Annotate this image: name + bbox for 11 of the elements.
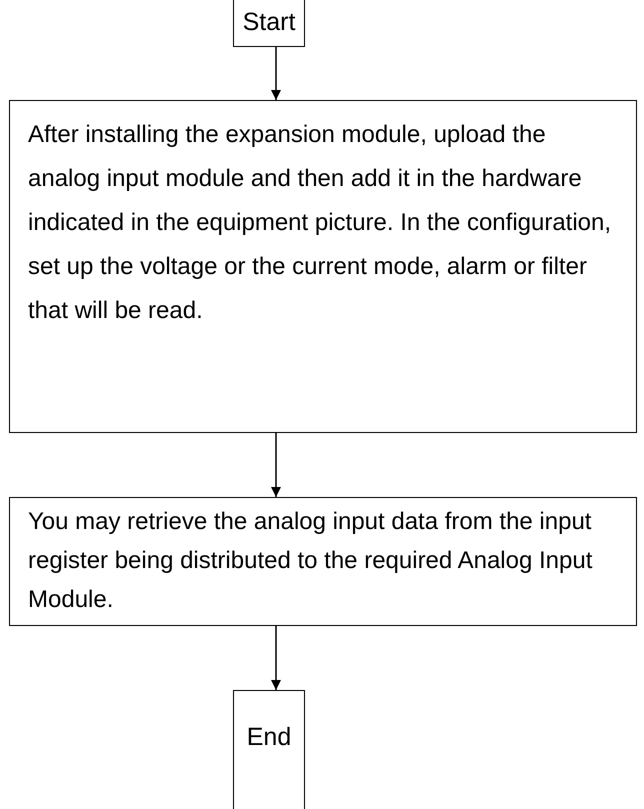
arrow [271,626,281,690]
node-text: End [246,722,292,753]
node-text: Start [242,7,296,38]
arrow [271,47,281,100]
node-text: After installing the expansion module, upload the analog input module and then add it in the hardware indicated in the equipment picture. In the configuration, set up the voltage or the current mode, alarm or filter that will be read. [27,120,612,326]
node-text: You may retrieve the analog input data from the input register being distributed to the required Analog Input Module. [27,507,594,615]
arrow [271,433,281,497]
end-box [233,690,305,809]
process-box [9,100,637,433]
start-box [233,0,305,47]
process-box [9,497,637,626]
